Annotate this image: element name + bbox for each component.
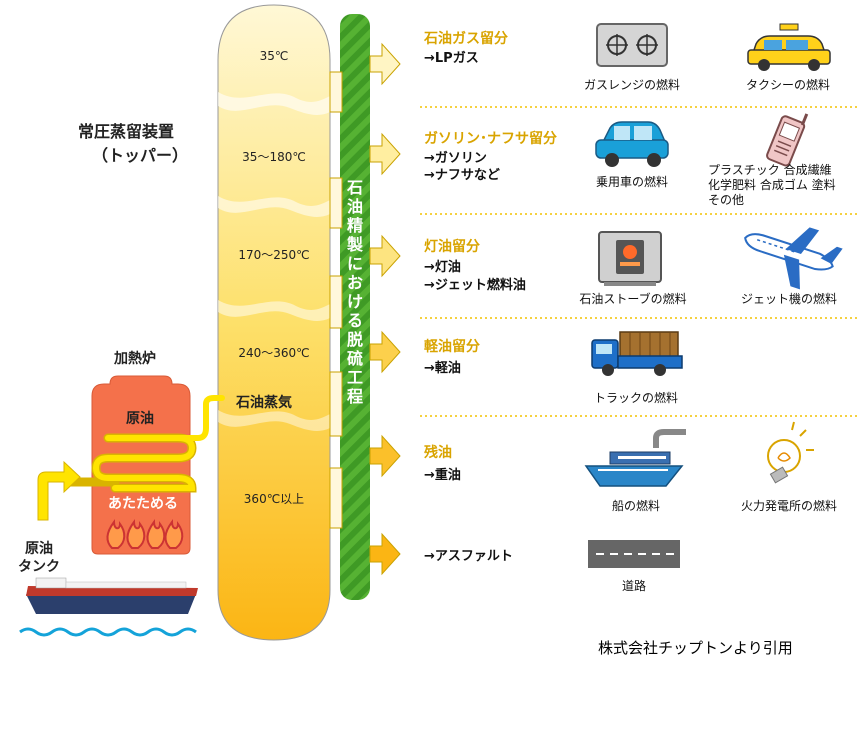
product-gas-oil: →軽油 xyxy=(424,361,461,376)
flames-icon xyxy=(106,519,184,549)
airplane-icon xyxy=(744,227,843,290)
fraction-title-kerosene: 灯油留分 xyxy=(424,239,480,255)
product-gasoline: →ガソリン xyxy=(424,151,487,166)
use-gas-stove: ガスレンジの燃料 xyxy=(583,78,680,92)
oil-heater-icon xyxy=(598,231,662,286)
use-jet: ジェット機の燃料 xyxy=(740,292,837,306)
steam-label: 石油蒸気 xyxy=(236,395,292,411)
fraction-title-residue: 残油 xyxy=(424,445,452,461)
product-lpg: →LPガス xyxy=(424,51,479,66)
furnace-label: 加熱炉 xyxy=(114,351,156,367)
source-credit: 株式会社チップトンより引用 xyxy=(598,639,793,657)
truck-icon xyxy=(591,331,683,376)
mobile-phone-icon xyxy=(766,113,809,167)
tanker-ship-icon xyxy=(19,577,198,637)
product-kerosene: →灯油 xyxy=(424,260,461,275)
taxi-icon xyxy=(747,23,831,71)
light-bulb-icon xyxy=(767,421,814,484)
use-ship: 船の燃料 xyxy=(611,499,660,513)
heat-label: あたためる xyxy=(108,496,178,512)
tank-arrow xyxy=(37,460,81,521)
car-icon xyxy=(595,121,669,167)
desulfurization-band xyxy=(340,14,370,600)
fraction-title-gas-oil: 軽油留分 xyxy=(424,339,480,355)
coil-pipe-inner xyxy=(92,395,225,491)
desulfurization-label: 石油精製における脱硫工程 xyxy=(346,178,363,406)
use-oil-heater: 石油ストーブの燃料 xyxy=(579,292,687,306)
fraction-title-gasoline: ガソリン･ナフサ留分 xyxy=(424,131,557,147)
temp-band-4: 240～360℃ xyxy=(238,346,310,360)
use-truck: トラックの燃料 xyxy=(593,391,678,405)
road-icon xyxy=(588,540,680,568)
temp-band-5: 360℃以上 xyxy=(243,492,305,506)
product-heavy-oil: →重油 xyxy=(424,468,461,483)
use-petrochemicals: プラスチック 合成繊維 化学肥料 合成ゴム 塗料 その他 xyxy=(708,163,836,207)
output-arrows xyxy=(369,42,401,576)
furnace-crude-label: 原油 xyxy=(126,411,154,427)
temp-band-2: 35～180℃ xyxy=(242,150,306,164)
ship-icon xyxy=(584,429,686,487)
product-jet-fuel: →ジェット燃料油 xyxy=(424,278,526,293)
unit-name: 常圧蒸留装置 xyxy=(78,122,175,141)
fraction-separators xyxy=(420,106,860,417)
use-power-plant: 火力発電所の燃料 xyxy=(740,499,837,513)
use-car: 乗用車の燃料 xyxy=(595,175,668,189)
heating-furnace xyxy=(91,375,191,555)
unit-sub: （トッパー） xyxy=(92,146,189,165)
temp-band-3: 170～250℃ xyxy=(238,248,310,262)
distillation-column xyxy=(217,4,331,641)
fraction-title-lpg: 石油ガス留分 xyxy=(424,31,508,47)
tank-label: 原油 タンク xyxy=(18,541,60,575)
column-connectors xyxy=(329,71,343,529)
product-asphalt: →アスファルト xyxy=(424,549,513,564)
product-naphtha: →ナフサなど xyxy=(424,168,500,183)
gas-stove-icon xyxy=(596,23,668,67)
temp-band-1: 35℃ xyxy=(259,49,289,63)
use-road: 道路 xyxy=(621,579,646,593)
use-taxi: タクシーの燃料 xyxy=(745,78,830,92)
